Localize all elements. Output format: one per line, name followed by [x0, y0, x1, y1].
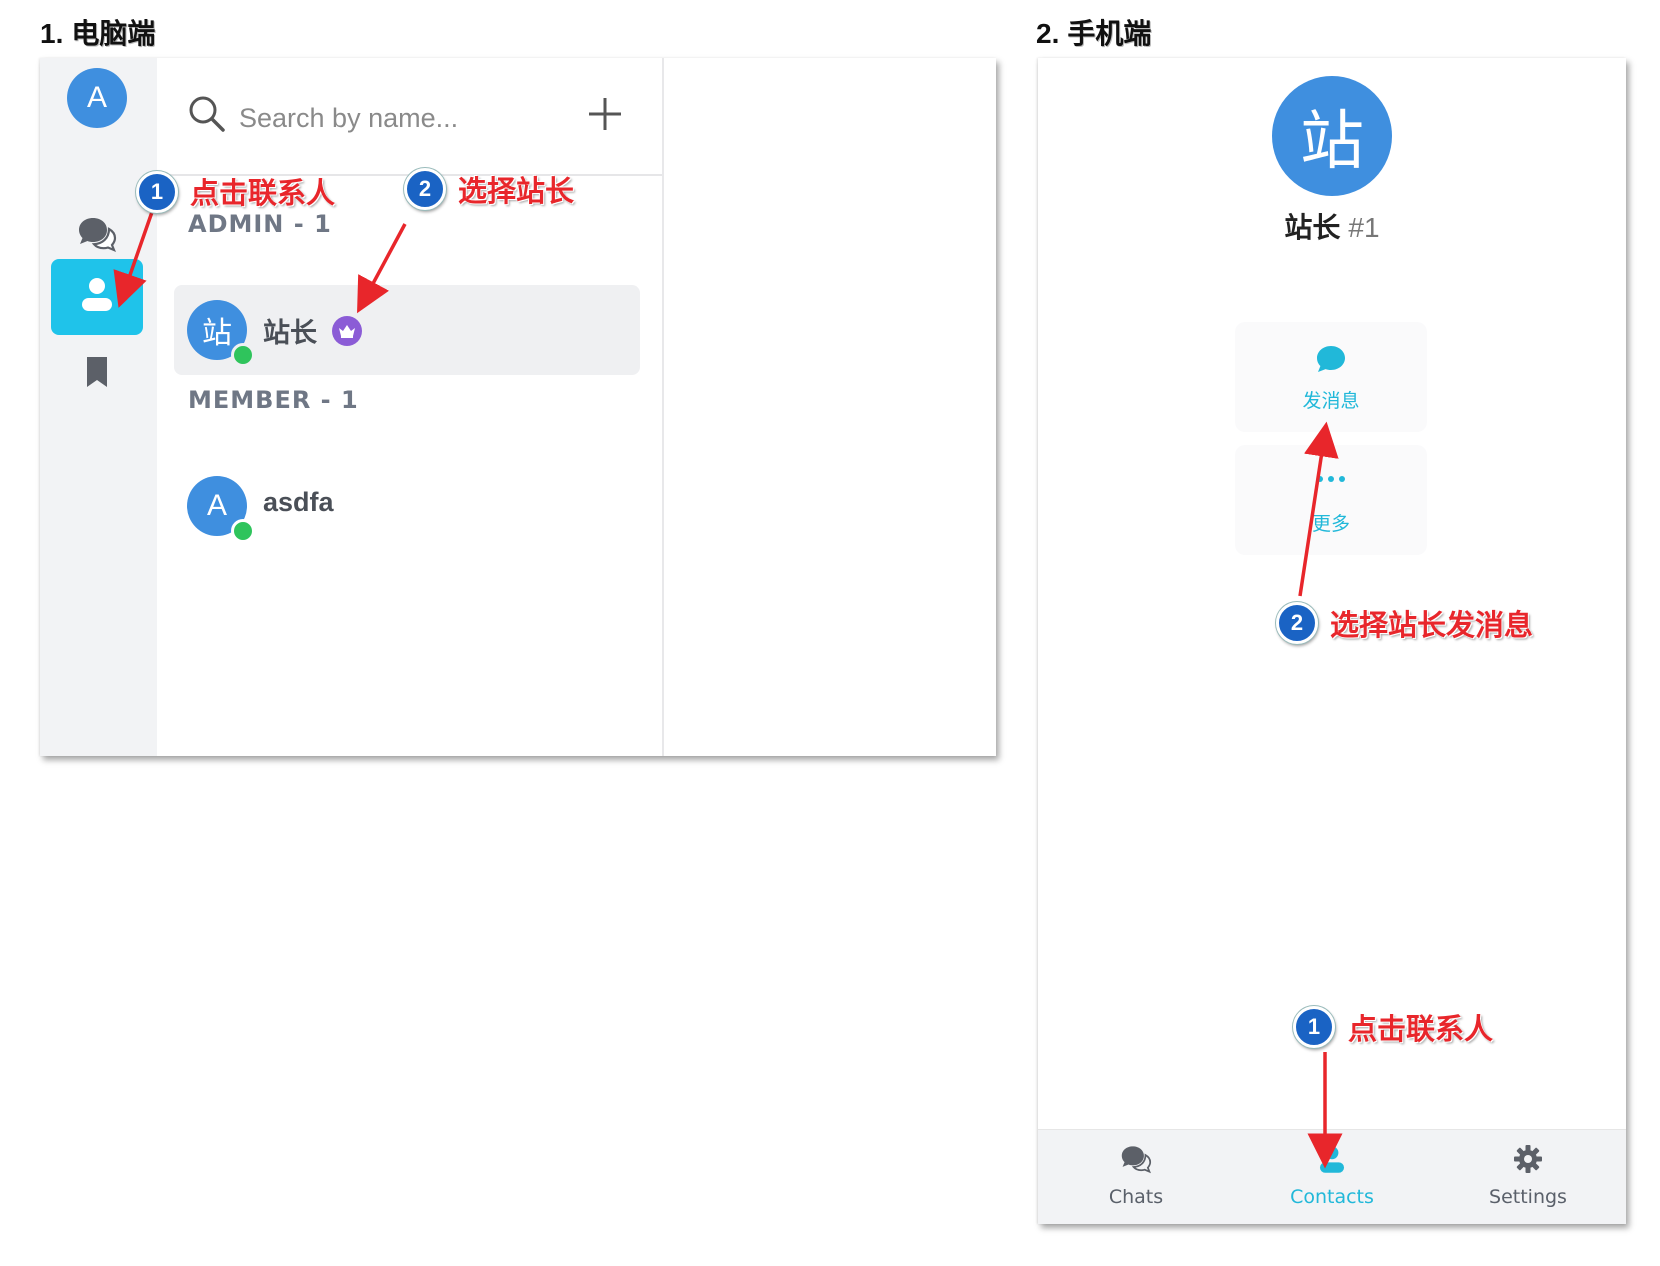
online-status-dot	[231, 519, 255, 543]
contact-item[interactable]: 站 站长	[174, 285, 640, 375]
profile-name-line: 站长#1	[1038, 206, 1626, 246]
saved-nav-button[interactable]	[51, 336, 143, 412]
crown-icon	[332, 316, 362, 346]
user-avatar[interactable]: A	[67, 68, 127, 128]
search-icon	[187, 94, 227, 138]
add-contact-button[interactable]	[587, 96, 623, 136]
search-bar	[157, 58, 662, 176]
section-number: 2.	[1036, 18, 1060, 49]
bookmark-icon	[84, 355, 110, 393]
chat-bubble-icon	[1235, 344, 1427, 374]
profile-avatar: 站	[1272, 76, 1392, 196]
send-message-button[interactable]: 发消息	[1235, 322, 1427, 432]
tab-contacts[interactable]: Contacts	[1234, 1130, 1430, 1224]
step-badge: 2	[404, 168, 446, 210]
contacts-icon	[79, 275, 115, 319]
section-number: 1.	[40, 18, 64, 49]
contact-avatar: A	[187, 476, 247, 536]
tab-label: Settings	[1489, 1186, 1567, 1208]
more-label: 更多	[1311, 513, 1350, 535]
profile-name: 站长	[1284, 211, 1341, 244]
annotation-text: 点击联系人	[190, 176, 336, 210]
more-button[interactable]: 更多	[1235, 445, 1427, 555]
search-input[interactable]	[237, 92, 581, 144]
contact-list-panel: ADMIN - 1 站 站长 MEMBER - 1 A asdfa	[157, 58, 664, 756]
profile-discriminator: #1	[1348, 212, 1380, 243]
annotation-text: 选择站长发消息	[1330, 608, 1534, 642]
mobile-section-title: 2.手机端	[1036, 12, 1151, 52]
chats-nav-button[interactable]	[51, 198, 143, 274]
group-label-member: MEMBER - 1	[188, 386, 359, 414]
contact-name: 站长	[263, 318, 317, 349]
tab-label: Chats	[1108, 1186, 1164, 1208]
section-text: 电脑端	[71, 17, 156, 50]
contacts-nav-button[interactable]	[51, 259, 143, 335]
tab-chats[interactable]: Chats	[1038, 1130, 1234, 1224]
step-badge: 1	[1293, 1006, 1335, 1048]
plus-icon	[589, 98, 621, 130]
more-dots-icon	[1235, 475, 1427, 483]
section-text: 手机端	[1067, 17, 1152, 50]
bottom-tab-bar: Chats Contacts	[1038, 1129, 1626, 1224]
annotation-text: 点击联系人	[1348, 1012, 1494, 1046]
send-message-label: 发消息	[1302, 390, 1360, 412]
navigation-rail: A	[40, 58, 157, 756]
contacts-icon	[1234, 1144, 1430, 1176]
desktop-window: A	[40, 58, 996, 756]
annotation-text: 选择站长	[458, 174, 575, 208]
chats-icon	[1038, 1144, 1234, 1174]
tab-settings[interactable]: Settings	[1430, 1130, 1626, 1224]
step-badge: 1	[136, 171, 178, 213]
step-badge: 2	[1276, 602, 1318, 644]
desktop-section-title: 1.电脑端	[40, 12, 155, 52]
chats-icon	[77, 215, 117, 257]
group-label-admin: ADMIN - 1	[188, 210, 332, 238]
tab-label: Contacts	[1290, 1186, 1374, 1208]
contact-item[interactable]: A asdfa	[174, 461, 640, 551]
online-status-dot	[231, 343, 255, 367]
contact-name: asdfa	[263, 487, 334, 517]
settings-icon	[1430, 1144, 1626, 1174]
